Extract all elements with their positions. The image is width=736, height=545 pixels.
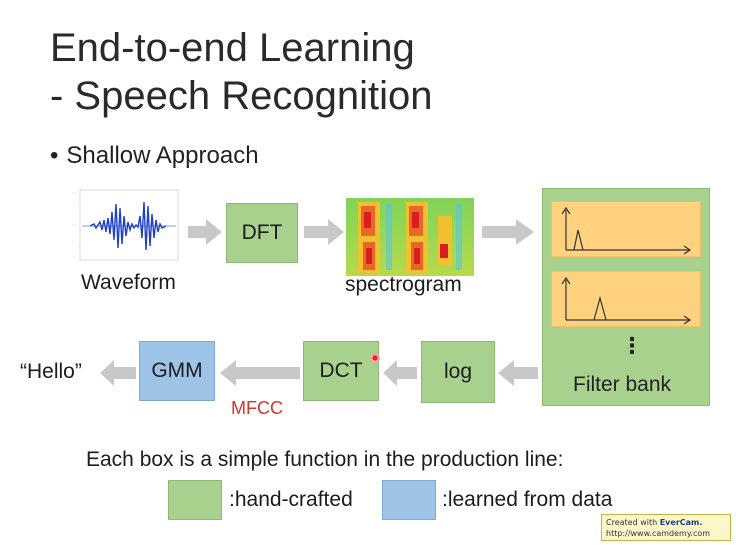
arrow-log-to-dct <box>383 360 417 386</box>
filter-bank-ellipsis: ⋮ <box>621 333 643 358</box>
dct-box: DCT <box>303 341 379 401</box>
legend-handcrafted-label: :hand-crafted <box>229 488 353 511</box>
dft-box: DFT <box>226 203 298 263</box>
waveform-label: Waveform <box>81 271 176 294</box>
arrow-dct-to-gmm <box>220 360 300 386</box>
svg-text:·: · <box>73 222 74 227</box>
filter-bank-panel: ⋮ Filter bank <box>542 188 710 406</box>
legend-handcrafted-swatch <box>168 480 222 520</box>
watermark-line1: Created with EverCam. <box>606 518 703 527</box>
slide-title-line1: End-to-end Learning <box>50 26 415 70</box>
spectrogram-image <box>346 198 474 276</box>
svg-text:·: · <box>73 204 74 209</box>
filter-row-2 <box>551 271 701 327</box>
filter-row-1 <box>551 201 701 257</box>
legend-learned-swatch <box>382 480 436 520</box>
arrow-dft-to-spectrogram <box>304 219 344 245</box>
svg-text:·: · <box>73 254 74 259</box>
output-hello-label: “Hello” <box>20 360 82 383</box>
bullet-shallow-approach: • Shallow Approach <box>50 142 259 170</box>
bullet-text: Shallow Approach <box>66 142 259 169</box>
filter-bank-label: Filter bank <box>573 373 672 396</box>
log-box: log <box>421 341 495 403</box>
spectrogram-label: spectrogram <box>345 273 462 296</box>
arrow-gmm-to-output <box>100 360 136 386</box>
bullet-dot: • <box>50 142 59 169</box>
watermark-line2: http://www.camdemy.com <box>606 529 711 538</box>
waveform-image: · · · · · <box>73 189 179 261</box>
mfcc-label: MFCC <box>231 398 283 418</box>
evercam-watermark: Created with EverCam. http://www.camdemy… <box>601 514 731 541</box>
svg-text:·: · <box>73 240 74 245</box>
arrow-waveform-to-dft <box>188 219 222 245</box>
filter-shape-1 <box>561 206 692 255</box>
footer-caption: Each box is a simple function in the pro… <box>86 448 564 471</box>
arrow-filterbank-to-log <box>498 360 538 386</box>
pointer-dot-icon <box>370 353 380 363</box>
legend-learned-label: :learned from data <box>442 488 613 511</box>
gmm-box: GMM <box>139 341 215 401</box>
filter-shape-2 <box>561 276 692 325</box>
svg-text:·: · <box>73 190 74 195</box>
arrow-spectrogram-to-filterbank <box>482 219 534 245</box>
slide-title-line2: - Speech Recognition <box>50 74 433 118</box>
